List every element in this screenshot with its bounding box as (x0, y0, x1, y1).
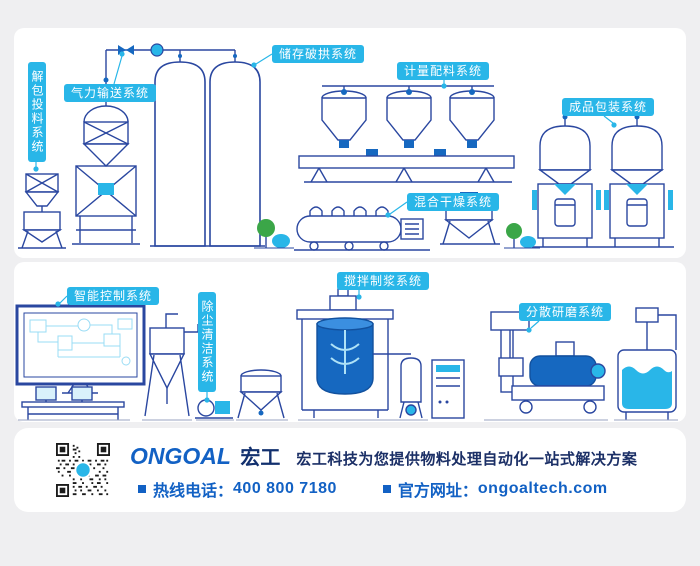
bottom-panel: 智能控制系统 除尘清洁系统 搅拌制浆系统 分散研磨系统 (14, 262, 686, 422)
website: 官方网址： ongoaltech.com (382, 477, 608, 501)
bullet-icon (382, 485, 391, 493)
label-unpacking-system: 解包投料系统 (28, 62, 46, 162)
hotline: 热线电话： 400 800 7180 (138, 477, 337, 501)
hotline-number: 400 800 7180 (233, 480, 337, 497)
agitator-tank-equipment (617, 307, 677, 420)
leader-lines (55, 290, 540, 403)
metering-equipment (298, 85, 515, 183)
unpacking-equipment (18, 173, 66, 249)
label-control-system: 智能控制系统 (67, 287, 160, 305)
website-label: 官方网址： (397, 483, 478, 500)
trees (254, 219, 540, 249)
website-url: ongoaltech.com (477, 480, 608, 497)
stirring-equipment (296, 288, 465, 419)
top-panel: 解包投料系统 气力输送系统 储存破拱系统 计量配料系统 成品包装系统 混合干燥系… (14, 28, 686, 258)
bullet-icon (138, 485, 146, 493)
dust-equipment (144, 313, 285, 419)
logo-cn: 宏工 (240, 447, 281, 469)
logo-en: ONGOAL (130, 443, 231, 469)
label-packaging-system: 成品包装系统 (562, 98, 655, 116)
label-pneumatic-system: 气力输送系统 (64, 84, 157, 102)
footer-text: ONGOAL 宏工 宏工科技为您提供物料处理自动化一站式解决方案 热线电话： 4… (130, 439, 664, 501)
leader-lines (33, 51, 617, 218)
dispersing-equipment (490, 311, 606, 414)
qr-code-icon (56, 443, 110, 497)
control-equipment (15, 304, 146, 420)
storage-silos (150, 61, 265, 247)
tagline: 宏工科技为您提供物料处理自动化一站式解决方案 (296, 451, 638, 468)
footer-bar: ONGOAL 宏工 宏工科技为您提供物料处理自动化一站式解决方案 热线电话： 4… (14, 428, 686, 512)
dryer-equipment (294, 206, 430, 251)
label-storage-system: 储存破拱系统 (272, 45, 365, 63)
label-dispersing-system: 分散研磨系统 (519, 303, 612, 321)
top-equipment-drawing (18, 43, 674, 251)
company-logo: ONGOAL 宏工 (130, 441, 280, 470)
label-stirring-system: 搅拌制浆系统 (337, 272, 430, 290)
pneumatic-equipment (72, 105, 140, 245)
label-mixing-system: 混合干燥系统 (407, 193, 500, 211)
control-screen-schematic (29, 318, 133, 366)
blower-icon (150, 43, 164, 57)
packaging-equipment (532, 114, 674, 248)
label-metering-system: 计量配料系统 (397, 62, 490, 80)
pipe-dots (103, 54, 237, 83)
hotline-label: 热线电话： (153, 483, 234, 500)
bottom-equipment-drawing (15, 288, 678, 421)
label-dust-system: 除尘清洁系统 (198, 292, 216, 392)
